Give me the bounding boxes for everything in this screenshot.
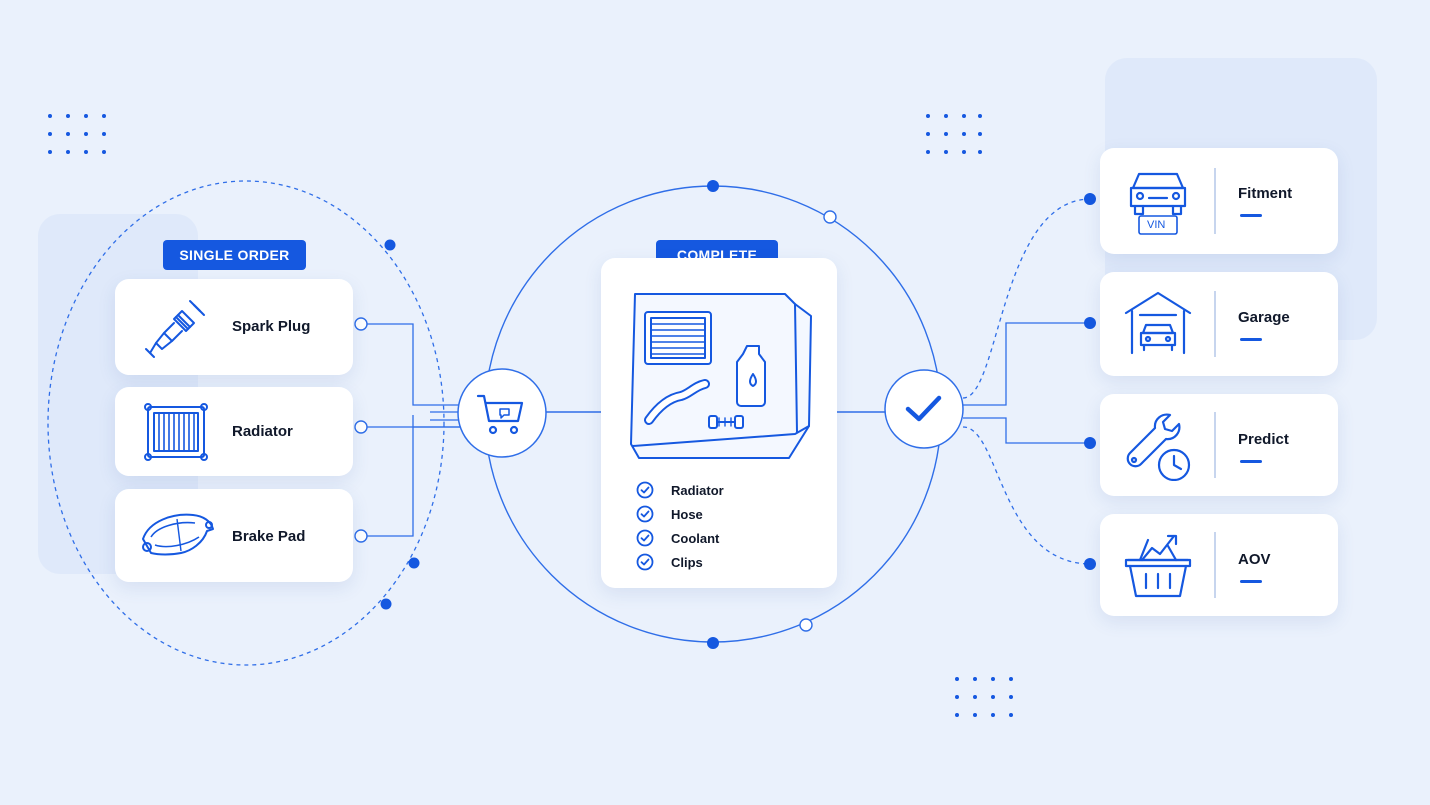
label-underline xyxy=(1240,338,1262,341)
car-vin-icon xyxy=(1129,172,1187,235)
shopping-cart-icon xyxy=(476,394,524,435)
checklist-text: Radiator xyxy=(671,482,724,498)
dot-grid-bottom xyxy=(955,677,1013,717)
check-circle-icon xyxy=(636,529,654,547)
garage-icon xyxy=(1124,291,1192,355)
checklist-text: Clips xyxy=(671,554,703,570)
radiator-card[interactable]: Radiator xyxy=(115,387,353,476)
cart-hub xyxy=(457,368,547,458)
item-label: Radiator xyxy=(232,423,293,440)
item-label: Spark Plug xyxy=(232,318,311,335)
dot-grid-top-left xyxy=(48,114,106,154)
checklist-item: Coolant xyxy=(636,526,724,550)
check-circle-icon xyxy=(636,505,654,523)
card-divider xyxy=(1214,412,1216,478)
card-divider xyxy=(1214,532,1216,598)
label-underline xyxy=(1240,460,1262,463)
checkmark-icon xyxy=(905,395,942,422)
predict-card[interactable]: Predict xyxy=(1100,394,1338,496)
checklist-item: Radiator xyxy=(636,478,724,502)
checklist-text: Hose xyxy=(671,506,703,522)
card-divider xyxy=(1214,168,1216,234)
kit-checklist: Radiator Hose Coolant Clips xyxy=(636,478,724,574)
item-label: Brake Pad xyxy=(232,528,306,545)
check-circle-icon xyxy=(636,553,654,571)
single-order-badge: SINGLE ORDER xyxy=(163,240,306,270)
check-hub xyxy=(884,369,964,449)
dot-grid-top-right xyxy=(926,114,982,154)
brake-pad-icon xyxy=(142,513,214,556)
fitment-card[interactable]: VIN Fitment xyxy=(1100,148,1338,254)
item-label: AOV xyxy=(1238,551,1271,568)
radiator-icon xyxy=(144,403,208,461)
item-label: Fitment xyxy=(1238,185,1293,202)
label-underline xyxy=(1240,214,1262,217)
label-underline xyxy=(1240,580,1262,583)
brake-pad-card[interactable]: Brake Pad xyxy=(115,489,353,582)
checklist-item: Clips xyxy=(636,550,724,574)
wrench-clock-icon xyxy=(1126,413,1191,481)
checklist-text: Coolant xyxy=(671,530,720,546)
checklist-item: Hose xyxy=(636,502,724,526)
garage-card[interactable]: Garage xyxy=(1100,272,1338,376)
card-divider xyxy=(1214,291,1216,357)
item-label: Garage xyxy=(1238,309,1290,326)
spark-plug-icon xyxy=(145,300,205,358)
spark-plug-card[interactable]: Spark Plug xyxy=(115,279,353,375)
basket-growth-icon xyxy=(1124,534,1192,598)
item-label: Predict xyxy=(1238,431,1289,448)
aov-card[interactable]: AOV xyxy=(1100,514,1338,616)
vin-text: VIN xyxy=(1147,219,1166,231)
parts-kit-box-icon xyxy=(630,293,812,459)
check-circle-icon xyxy=(636,481,654,499)
